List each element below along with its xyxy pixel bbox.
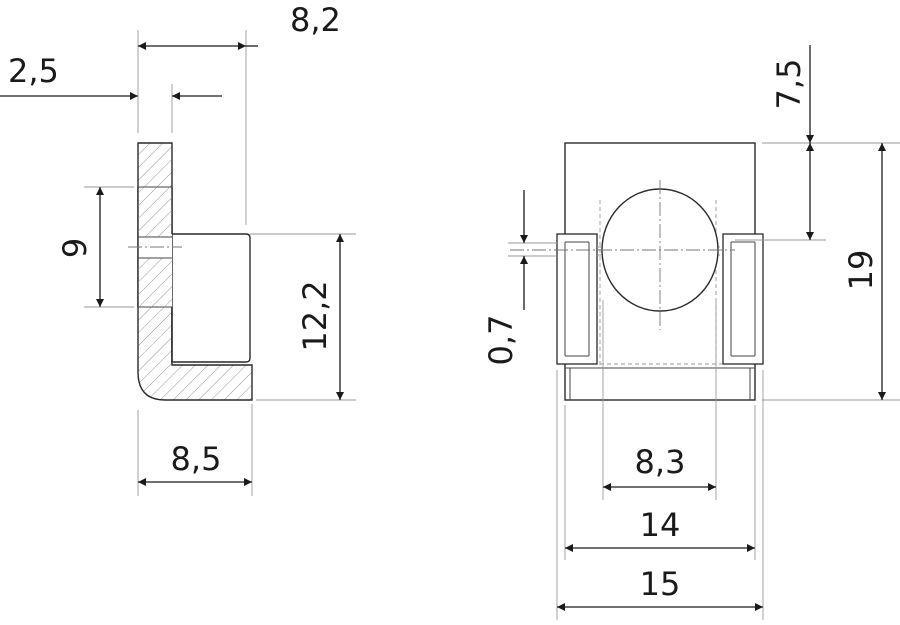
dim-side-base-width: 8,5 <box>171 440 222 478</box>
front-left-tab <box>556 233 598 365</box>
dim-side-body-height: 12,2 <box>296 280 334 351</box>
dim-front-outer-width: 15 <box>640 565 681 603</box>
dim-side-hole-height: 9 <box>56 238 94 258</box>
side-view: 8,2 2,5 9 12,2 8,5 <box>0 1 356 496</box>
dim-front-height: 19 <box>842 250 880 291</box>
dim-side-top-width: 8,2 <box>290 1 341 39</box>
front-view: 7,5 19 0,7 8,3 14 15 <box>482 45 900 620</box>
front-right-tab <box>722 233 764 365</box>
dim-front-inner-width: 14 <box>640 506 681 544</box>
dim-front-top-offset: 7,5 <box>770 59 808 110</box>
side-body-block <box>171 233 251 363</box>
dim-front-slot: 0,7 <box>482 315 520 366</box>
dim-front-hole-width: 8,3 <box>635 443 686 481</box>
dim-side-thickness: 2,5 <box>8 52 59 90</box>
